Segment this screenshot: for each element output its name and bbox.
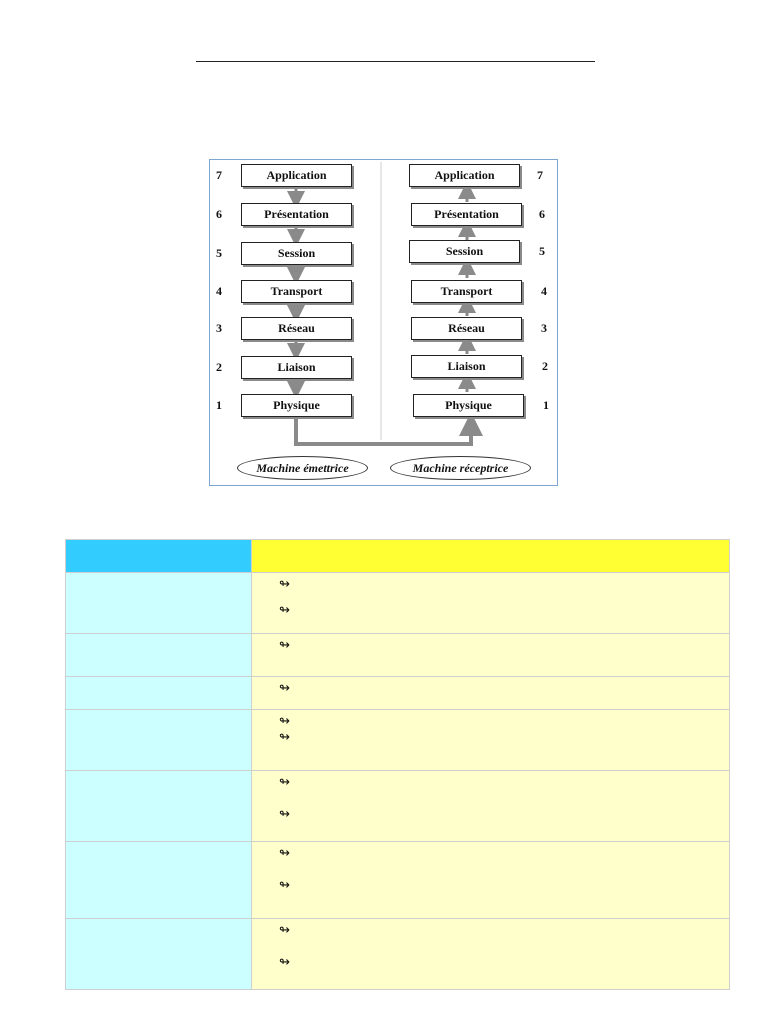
- receiver-layer-physique: Physique: [413, 394, 524, 417]
- table-row: ↬ ↬: [65, 572, 730, 634]
- sender-layer-presentation: Présentation: [241, 203, 352, 226]
- bullet-list: ↬ ↬: [252, 771, 729, 841]
- sender-layer-number: 3: [216, 321, 222, 335]
- table-row: ↬: [65, 633, 730, 677]
- sender-layer-reseau: Réseau: [241, 317, 352, 340]
- list-item: ↬: [252, 730, 729, 748]
- sender-layer-physique: Physique: [241, 394, 352, 417]
- layer-cell: [65, 841, 252, 919]
- list-item: ↬: [252, 846, 729, 880]
- receiver-layer-number: 2: [542, 359, 548, 373]
- hook-arrow-icon: ↬: [279, 846, 290, 861]
- physical-link-path: [294, 412, 483, 446]
- list-item: ↬: [252, 681, 729, 709]
- receiver-layer-application: Application: [409, 164, 520, 187]
- sender-layer-number: 1: [216, 398, 222, 412]
- hook-arrow-icon: ↬: [279, 714, 290, 729]
- bullet-list: ↬: [252, 677, 729, 709]
- receiver-layer-number: 4: [541, 284, 547, 298]
- table-row: ↬ ↬: [65, 918, 730, 990]
- sender-layer-transport: Transport: [241, 280, 352, 303]
- receiver-layer-session: Session: [409, 240, 520, 263]
- sender-layer-number: 2: [216, 360, 222, 374]
- header-layer-cell: [65, 539, 252, 573]
- list-item: ↬: [252, 955, 729, 989]
- description-cell: ↬ ↬: [251, 918, 730, 990]
- osi-layers-table: ↬ ↬ ↬ ↬ ↬ ↬: [65, 539, 730, 990]
- sender-layer-number: 6: [216, 207, 222, 221]
- sender-layer-session: Session: [241, 242, 352, 265]
- table-row: ↬ ↬: [65, 770, 730, 842]
- bullet-list: ↬ ↬: [252, 842, 729, 912]
- hook-arrow-icon: ↬: [279, 577, 290, 592]
- list-item: ↬: [252, 714, 729, 732]
- sender-layer-liaison: Liaison: [241, 356, 352, 379]
- description-cell: ↬: [251, 676, 730, 710]
- hook-arrow-icon: ↬: [279, 681, 290, 696]
- receiver-layer-number: 6: [539, 207, 545, 221]
- sender-layer-number: 7: [216, 168, 222, 182]
- sender-layer-number: 5: [216, 246, 222, 260]
- bullet-list: ↬ ↬: [252, 710, 729, 748]
- layer-cell: [65, 709, 252, 771]
- hook-arrow-icon: ↬: [279, 955, 290, 970]
- list-item: ↬: [252, 603, 729, 631]
- hook-arrow-icon: ↬: [279, 775, 290, 790]
- receiver-layer-liaison: Liaison: [411, 355, 522, 378]
- list-item: ↬: [252, 577, 729, 605]
- description-cell: ↬ ↬: [251, 770, 730, 842]
- hook-arrow-icon: ↬: [279, 638, 290, 653]
- description-cell: ↬ ↬: [251, 572, 730, 634]
- receiver-layer-number: 7: [537, 168, 543, 182]
- diagram-connectors: [287, 162, 483, 446]
- list-item: ↬: [252, 923, 729, 957]
- hook-arrow-icon: ↬: [279, 603, 290, 618]
- table-row: ↬ ↬: [65, 841, 730, 919]
- sender-machine-label: Machine émettrice: [237, 456, 368, 480]
- list-item: ↬: [252, 775, 729, 809]
- osi-model-diagram: 7 Application 6 Présentation 5 Session 4…: [209, 159, 558, 486]
- receiver-layer-transport: Transport: [411, 280, 522, 303]
- hook-arrow-icon: ↬: [279, 807, 290, 822]
- bullet-list: ↬ ↬: [252, 919, 729, 989]
- description-cell: ↬ ↬: [251, 841, 730, 919]
- layer-cell: [65, 770, 252, 842]
- layer-cell: [65, 676, 252, 710]
- receiver-layer-number: 1: [543, 398, 549, 412]
- table-header-row: [65, 539, 730, 573]
- layer-cell: [65, 572, 252, 634]
- layer-cell: [65, 633, 252, 677]
- receiver-layer-number: 3: [541, 321, 547, 335]
- receiver-machine-label: Machine réceptrice: [390, 456, 531, 480]
- hook-arrow-icon: ↬: [279, 730, 290, 745]
- bullet-list: ↬ ↬: [252, 573, 729, 631]
- layer-cell: [65, 918, 252, 990]
- description-cell: ↬: [251, 633, 730, 677]
- table-row: ↬ ↬: [65, 709, 730, 771]
- list-item: ↬: [252, 638, 729, 666]
- bullet-list: ↬: [252, 634, 729, 666]
- header-description-cell: [251, 539, 730, 573]
- list-item: ↬: [252, 878, 729, 912]
- list-item: ↬: [252, 807, 729, 841]
- sender-layer-number: 4: [216, 284, 222, 298]
- receiver-layer-presentation: Présentation: [411, 203, 522, 226]
- sender-layer-application: Application: [241, 164, 352, 187]
- receiver-layer-reseau: Réseau: [411, 317, 522, 340]
- hook-arrow-icon: ↬: [279, 923, 290, 938]
- receiver-layer-number: 5: [539, 244, 545, 258]
- hook-arrow-icon: ↬: [279, 878, 290, 893]
- description-cell: ↬ ↬: [251, 709, 730, 771]
- table-row: ↬: [65, 676, 730, 710]
- title-underline: [196, 61, 595, 62]
